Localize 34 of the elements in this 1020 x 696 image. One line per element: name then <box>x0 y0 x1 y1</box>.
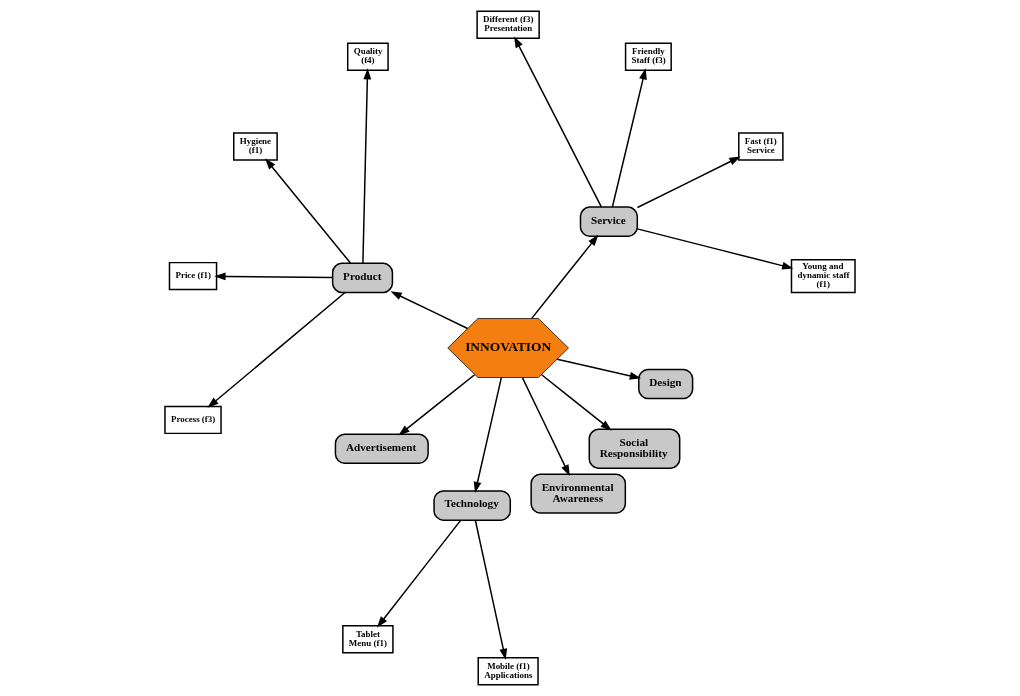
arrow <box>514 36 603 208</box>
arrow <box>521 377 570 477</box>
arrow <box>556 358 641 380</box>
node-box: Social Responsibility <box>588 428 681 469</box>
arrow <box>636 156 741 209</box>
arrow <box>362 68 372 264</box>
node-box: Advertisement <box>334 433 429 465</box>
node-box: Design <box>638 368 694 400</box>
arrow <box>207 291 346 408</box>
node-box: Quality (f4) <box>346 42 389 71</box>
node-box: Product <box>331 262 394 294</box>
arrow <box>390 291 469 330</box>
arrow <box>398 374 476 436</box>
node-box: Different (f3) Presentation <box>476 10 540 39</box>
arrow <box>540 374 612 431</box>
node-box: Environmental Awareness <box>530 473 627 514</box>
node-box: Young and dynamic staff (f1) <box>790 258 856 294</box>
node-box: Technology <box>433 490 512 521</box>
node-box: Tablet Menu (f1) <box>342 625 394 654</box>
arrow <box>474 519 508 660</box>
arrow <box>214 272 334 281</box>
arrow <box>636 228 794 270</box>
node-box: Hygiene (f1) <box>233 132 278 161</box>
node-box: Price (f1) <box>168 261 218 291</box>
node-box: Mobile (f1) Applications <box>477 657 539 686</box>
arrow <box>377 519 462 628</box>
node-box: Fast (f1) Service <box>738 132 784 161</box>
arrow <box>473 376 503 493</box>
arrow <box>611 68 647 208</box>
node-box: Service <box>579 206 639 237</box>
node-box: Process (f3) <box>164 405 222 435</box>
arrow <box>531 234 599 320</box>
node-box: Friendly Staff (f3) <box>624 42 672 71</box>
arrow <box>265 158 352 264</box>
